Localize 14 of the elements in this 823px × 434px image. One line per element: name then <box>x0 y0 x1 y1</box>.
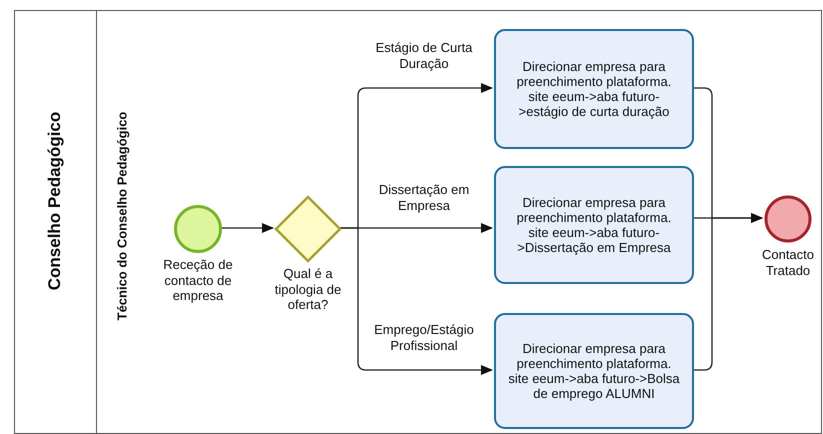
pool-title: Conselho Pedagógico <box>45 112 65 290</box>
lane-title: Técnico do Conselho Pedagógico <box>114 112 130 320</box>
task-box <box>494 313 694 429</box>
task-text: Direcionar empresa para preenchimento plataforma. site eeum->aba futuro->Bolsa de emprego ALUMNI <box>507 340 681 402</box>
event-label: Contacto Tratado <box>760 247 816 278</box>
sequence-flow-arrow <box>220 223 274 233</box>
task-text: Direcionar empresa para preenchimento plataforma. site eeum->aba futuro->Dissertação em Empresa <box>516 194 672 256</box>
event-label: Receção de contacto de empresa <box>162 257 234 304</box>
task-box <box>494 29 694 149</box>
event-label: Qual é a tipologia de oferta? <box>274 266 342 313</box>
task-box <box>494 166 694 284</box>
sequence-flow-arrow <box>339 227 493 375</box>
sequence-flow-arrow <box>692 213 763 371</box>
task-text: Direcionar empresa para preenchimento plataforma. site eeum->aba futuro->estágio de curta duração <box>516 58 672 120</box>
